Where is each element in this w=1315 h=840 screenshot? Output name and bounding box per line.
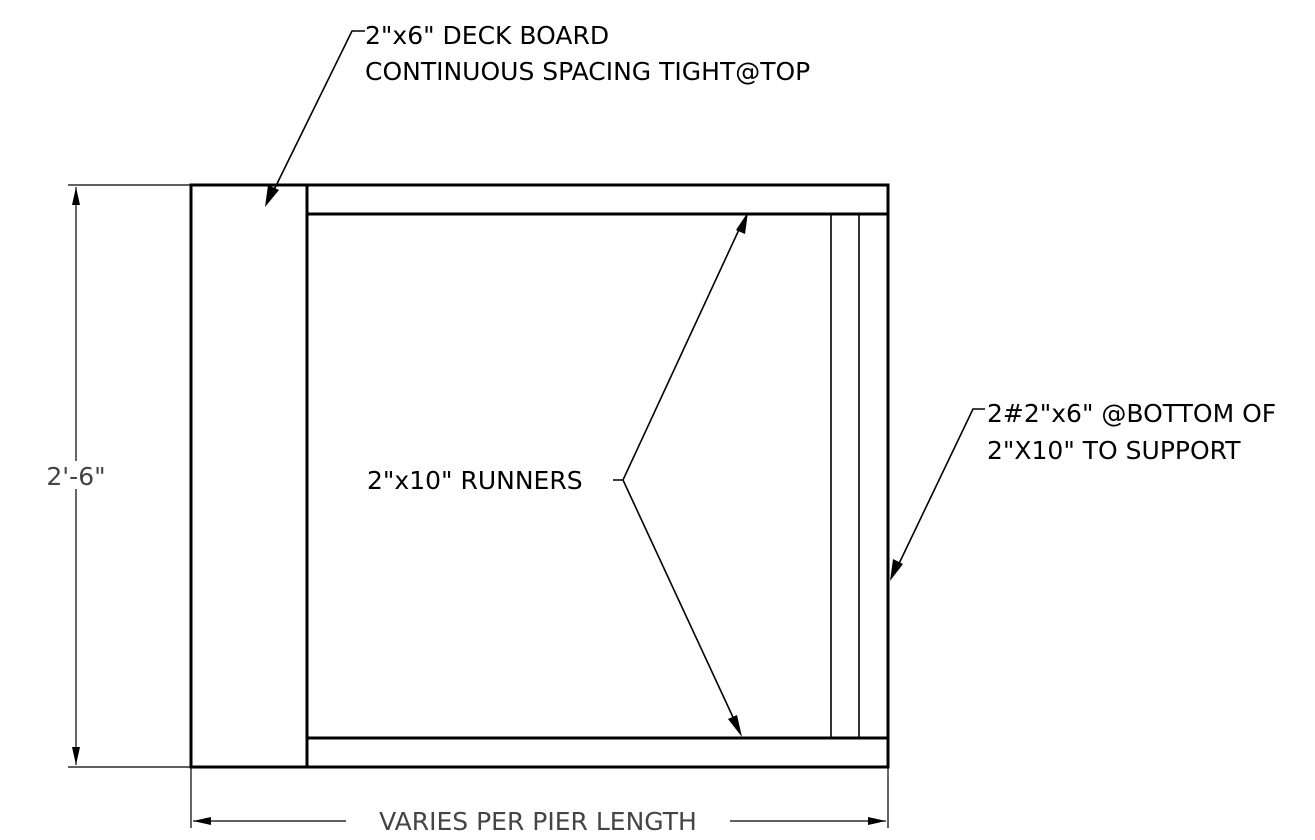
length-dim-arrow-right — [868, 817, 886, 825]
deck-board-label-line1: 2"x6" DECK BOARD — [365, 21, 609, 50]
runners-leader-top — [613, 220, 744, 481]
support-label-line2: 2"X10" TO SUPPORT — [987, 436, 1241, 465]
deck-board-leader-arrow — [265, 185, 279, 207]
support-label-line1: 2#2"x6" @BOTTOM OF — [987, 399, 1276, 428]
length-dim-arrow-left — [193, 817, 211, 825]
runners-leader-bottom-arrow — [728, 715, 742, 737]
length-dimension-text: VARIES PER PIER LENGTH — [379, 807, 697, 836]
runners-leader-top-arrow — [736, 212, 748, 234]
deck-board-label-line2: CONTINUOUS SPACING TIGHT@TOP — [365, 57, 810, 86]
height-dim-arrow-top — [72, 187, 80, 205]
support-leader-arrow — [890, 559, 903, 581]
support-leader — [894, 408, 985, 573]
outer-frame — [189, 183, 890, 769]
height-dimension-text: 2'-6" — [46, 462, 105, 491]
runners-label: 2"x10" RUNNERS — [367, 466, 583, 495]
deck-board-leader — [269, 30, 365, 199]
runners-leader-bottom — [622, 479, 739, 729]
height-dim-arrow-bottom — [72, 747, 80, 765]
